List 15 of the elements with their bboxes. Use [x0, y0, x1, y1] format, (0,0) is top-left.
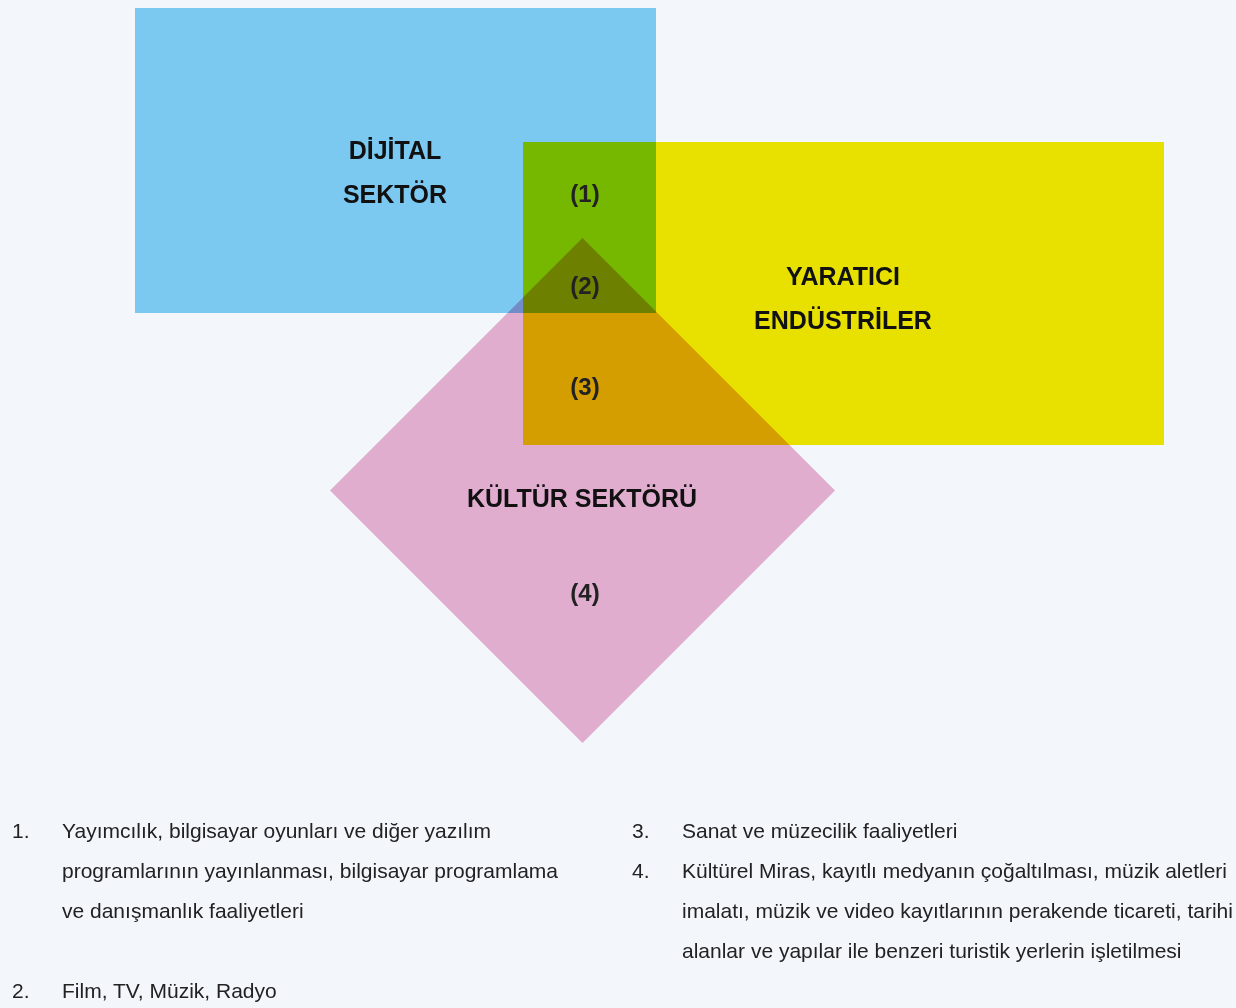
list-number: 4.: [632, 858, 651, 884]
overlap-number: (2): [569, 271, 601, 301]
list-item-text: Yayımcılık, bilgisayar oyunları ve diğer yazılım programlarının yayınlanması, bilgisayar programlama ve danışmanlık faaliyetleri: [62, 818, 560, 924]
list-item-text: Sanat ve müzecilik faaliyetleri: [682, 818, 959, 844]
overlap-number: (3): [569, 372, 601, 402]
list-item-text: Film, TV, Müzik, Radyo: [62, 978, 278, 1004]
list-item-text: Kültürel Miras, kayıtlı medyanın çoğaltılması, müzik aletleri imalatı, müzik ve video kayıtlarının perakende ticareti, tarihi alanlar ve yapılar ile benzeri turistik yerlerin işletilmesi: [682, 858, 1234, 964]
sector-title: KÜLTÜR SEKTÖRÜ: [465, 483, 699, 514]
sector-title: YARATICI ENDÜSTRİLER: [753, 261, 933, 336]
list-number: 2.: [12, 978, 31, 1004]
overlap-number: (1): [569, 179, 601, 209]
overlap-number: (4): [569, 578, 601, 608]
sector-title: DİJİTAL SEKTÖR: [341, 135, 449, 210]
list-number: 1.: [12, 818, 31, 844]
list-number: 3.: [632, 818, 651, 844]
